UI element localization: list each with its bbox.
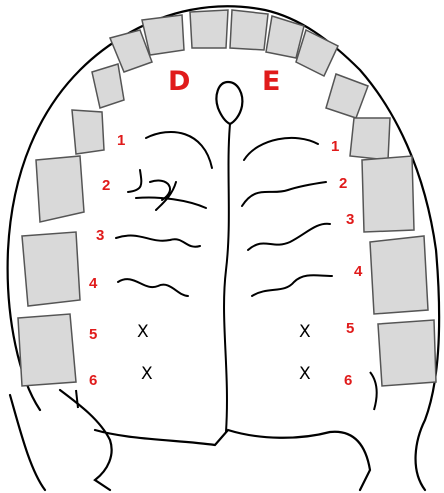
tooth <box>18 314 76 386</box>
label-left-3: 3 <box>346 212 354 227</box>
tooth <box>362 156 414 232</box>
rugae-left <box>242 138 332 296</box>
label-left-5: 5 <box>346 321 354 336</box>
label-left-4: 4 <box>354 264 362 279</box>
rugae-right <box>116 132 212 296</box>
absent-mark-right-5: X <box>137 324 149 341</box>
tooth <box>370 236 428 314</box>
tooth <box>22 232 80 306</box>
label-right-2: 2 <box>102 178 110 193</box>
margin-left <box>370 372 377 410</box>
median-raphe <box>224 124 230 432</box>
side-letter-left: E <box>262 68 280 95</box>
tooth <box>72 110 104 154</box>
teeth-right <box>18 15 184 386</box>
tooth <box>142 15 184 55</box>
margin-right <box>76 390 78 408</box>
tooth <box>36 156 84 222</box>
label-left-1: 1 <box>331 139 339 154</box>
absent-mark-left-6: X <box>299 366 311 383</box>
incisive-papilla <box>216 82 242 124</box>
tooth <box>326 74 368 118</box>
side-letter-right: D <box>168 68 190 95</box>
tooth <box>296 30 338 76</box>
tooth <box>92 64 124 108</box>
absent-mark-left-5: X <box>299 324 311 341</box>
label-left-6: 6 <box>344 373 352 388</box>
tooth <box>378 320 436 386</box>
label-left-2: 2 <box>339 176 347 191</box>
tooth <box>350 118 390 160</box>
label-right-3: 3 <box>96 228 104 243</box>
teeth-left <box>190 10 436 386</box>
tooth <box>190 10 228 48</box>
label-right-4: 4 <box>89 276 97 291</box>
label-right-5: 5 <box>89 327 97 342</box>
tooth <box>230 10 268 50</box>
label-right-6: 6 <box>89 373 97 388</box>
absent-mark-right-6: X <box>141 366 153 383</box>
label-right-1: 1 <box>117 133 125 148</box>
